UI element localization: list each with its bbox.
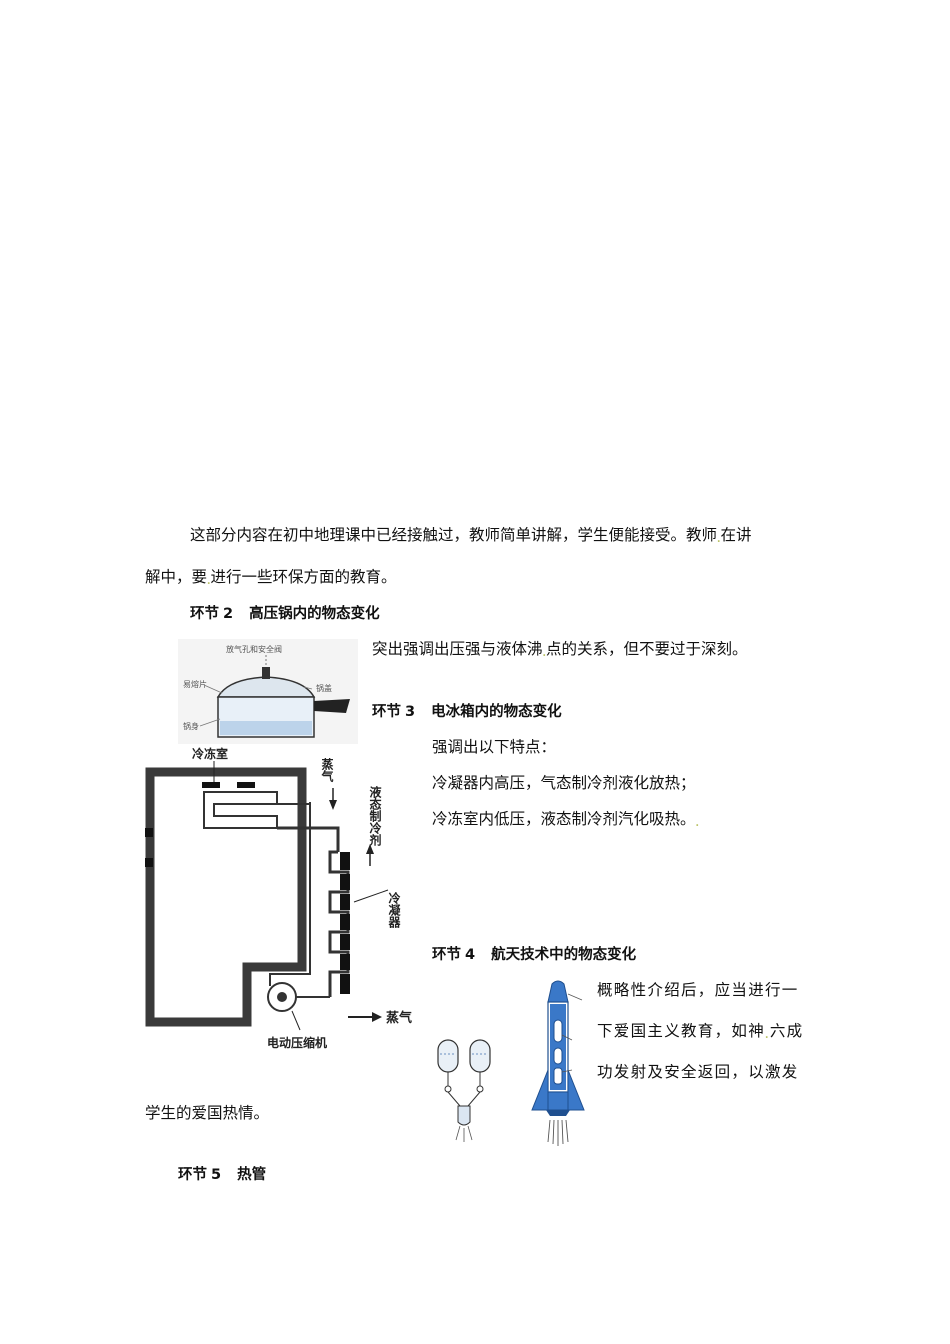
fridge-label-condenser: 冷凝器 (387, 891, 401, 929)
section-4-line-1: 概略性介绍后，应当进行一 (597, 981, 799, 999)
fridge-label-liquid: 液态制冷剂 (368, 785, 382, 847)
refrigerator-figure: 冷冻室 蒸气 电动压缩机 蒸气 液态制冷剂 冷凝器 (145, 746, 412, 1050)
section-4-line-2: 下爱国主义教育，如神.六成 (597, 1022, 804, 1041)
rocket-figure (531, 980, 585, 1146)
cooker-label-lid: 锅盖 (316, 683, 332, 693)
fridge-label-vapor-top: 蒸气 (320, 757, 334, 783)
fridge-label-compressor: 电动压缩机 (267, 1035, 327, 1050)
pressure-cooker-figure: 放气孔和安全阀 易熔片 锅盖 锅身 (178, 639, 358, 744)
intro-line-1: 这部分内容在初中地理课中已经接触过，教师简单讲解，学生便能接受。教师.在讲 (190, 526, 752, 545)
section-3-line-1: 强调出以下特点： (432, 738, 557, 756)
section-4-line-4: 学生的爱国热情。 (145, 1104, 270, 1122)
cooker-label-body: 锅身 (183, 721, 199, 731)
fuel-tanks-figure (437, 1039, 491, 1142)
fridge-label-vapor-bottom: 蒸气 (386, 1010, 412, 1026)
cooker-label-fuse: 易熔片 (183, 679, 207, 689)
accent-dot: . (542, 648, 546, 659)
accent-dot: . (695, 818, 699, 829)
accent-dot: . (765, 1030, 770, 1041)
section-3-line-2: 冷凝器内高压，气态制冷剂液化放热； (432, 774, 696, 792)
accent-dot: . (717, 534, 721, 545)
cooker-label-valve: 放气孔和安全阀 (226, 644, 282, 654)
section-2-text: 突出强调出压强与液体沸.点的关系，但不要过于深刻。 (372, 640, 748, 659)
fridge-label-freezer: 冷冻室 (192, 746, 228, 761)
section-3-line-3: 冷冻室内低压，液态制冷剂汽化吸热。. (432, 810, 699, 829)
intro-line-2: 解中，要.进行一些环保方面的教育。 (145, 568, 397, 587)
accent-dot: . (207, 576, 211, 587)
section-4-line-3: 功发射及安全返回，以激发 (597, 1063, 799, 1081)
